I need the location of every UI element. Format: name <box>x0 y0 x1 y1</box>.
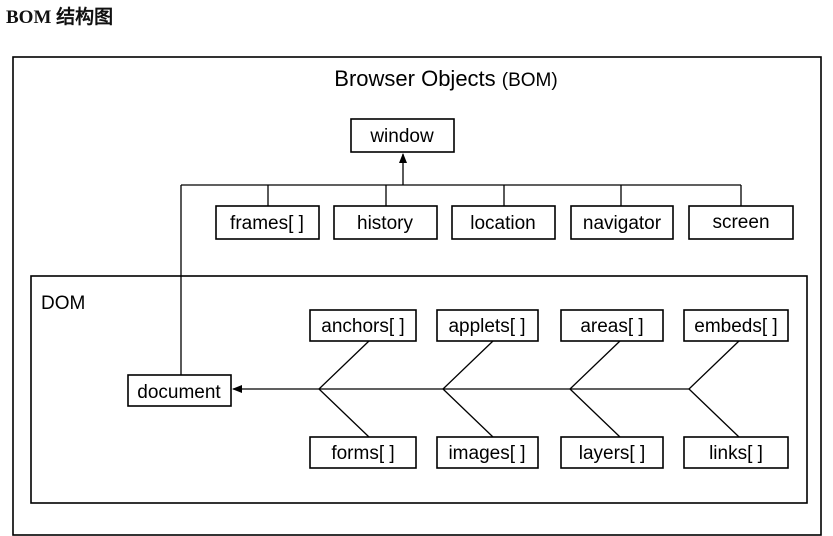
forms-label: forms[ ] <box>331 443 394 464</box>
frames-label: frames[ ] <box>230 213 304 234</box>
screen-box <box>688 205 794 240</box>
dom-branches <box>318 340 740 438</box>
embeds-box <box>683 309 789 342</box>
frames-box <box>215 205 320 240</box>
anchors-box <box>309 309 417 342</box>
links-box <box>683 436 789 469</box>
navigator-label: navigator <box>583 213 662 234</box>
document-label: document <box>137 382 221 403</box>
layers-box <box>560 436 664 469</box>
anchors-label: anchors[ ] <box>321 316 404 337</box>
forms-box <box>309 436 417 469</box>
areas-label: areas[ ] <box>580 316 643 337</box>
history-box <box>333 205 438 240</box>
history-label: history <box>357 213 413 234</box>
images-label: images[ ] <box>448 443 525 464</box>
location-box <box>451 205 556 240</box>
window-box <box>350 118 455 153</box>
applets-label: applets[ ] <box>448 316 525 337</box>
embeds-label: embeds[ ] <box>694 316 777 337</box>
links-label: links[ ] <box>709 443 763 464</box>
dom-label: DOM <box>41 293 85 314</box>
applets-box <box>436 309 539 342</box>
navigator-box <box>570 205 674 240</box>
images-box <box>436 436 539 469</box>
document-box <box>127 374 232 407</box>
layers-label: layers[ ] <box>579 443 646 464</box>
screen-label: screen <box>712 212 769 233</box>
page-heading: BOM 结构图 <box>6 7 114 28</box>
window-label: window <box>369 126 434 147</box>
areas-box <box>560 309 664 342</box>
diagram-title: Browser Objects (BOM) <box>334 66 557 91</box>
location-label: location <box>470 213 536 234</box>
